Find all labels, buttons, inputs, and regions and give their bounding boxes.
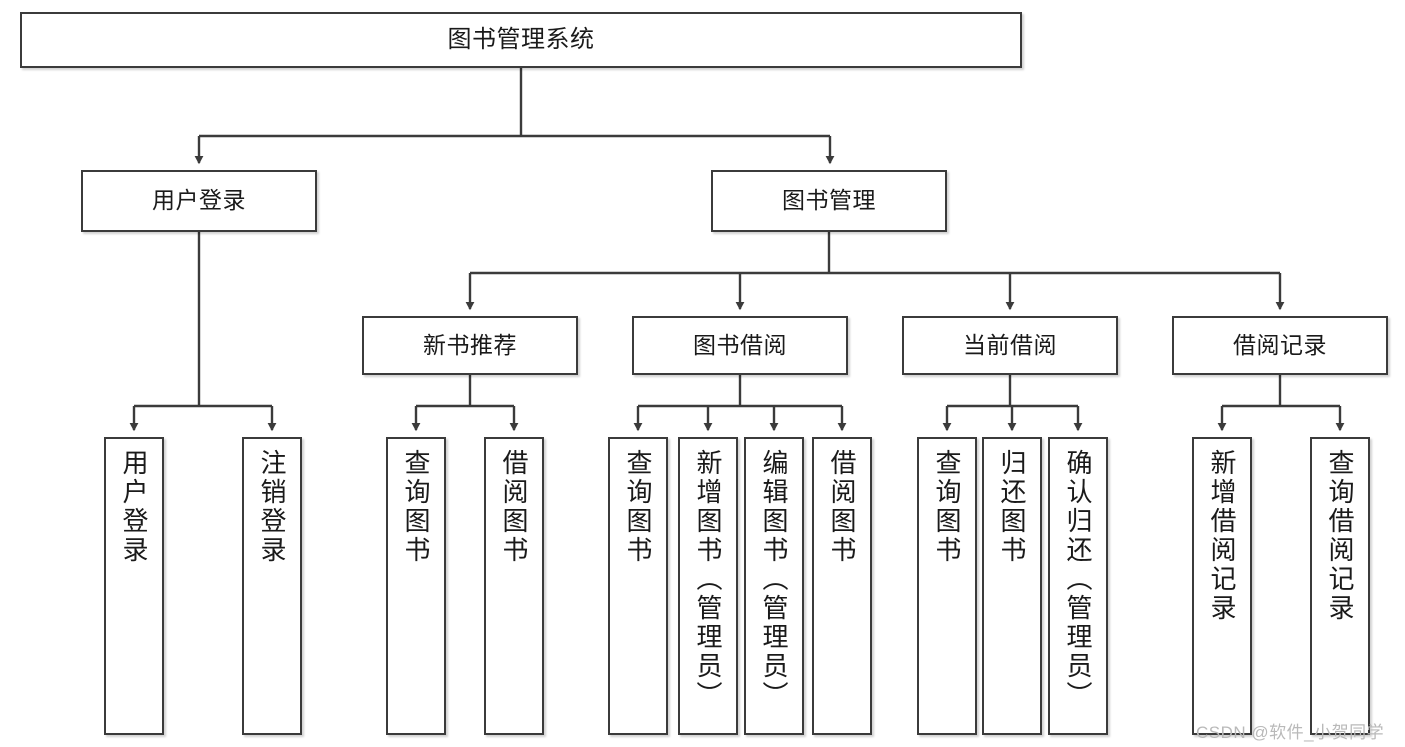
node-current-borrow[interactable]: 当前借阅 xyxy=(902,316,1118,375)
node-book-borrow[interactable]: 图书借阅 xyxy=(632,316,848,375)
node-leaf-rec-query-book-label: 查询图书 xyxy=(401,449,431,565)
node-user-login-label: 用户登录 xyxy=(152,187,246,214)
node-leaf-borrow-add-book-label: 新增图书（管理员） xyxy=(693,449,723,710)
node-leaf-borrow-query-book[interactable]: 查询图书 xyxy=(608,437,668,735)
node-root[interactable]: 图书管理系统 xyxy=(20,12,1022,68)
node-book-manage[interactable]: 图书管理 xyxy=(711,170,947,232)
node-leaf-rec-add-record-label: 新增借阅记录 xyxy=(1207,449,1237,623)
node-new-book-rec[interactable]: 新书推荐 xyxy=(362,316,578,375)
node-leaf-cur-confirm-return-label: 确认归还（管理员） xyxy=(1063,449,1093,710)
node-borrow-record[interactable]: 借阅记录 xyxy=(1172,316,1388,375)
node-leaf-rec-borrow-book-label: 借阅图书 xyxy=(499,449,529,565)
node-current-borrow-label: 当前借阅 xyxy=(963,331,1057,358)
node-borrow-record-label: 借阅记录 xyxy=(1233,331,1327,358)
node-leaf-borrow-edit-book[interactable]: 编辑图书（管理员） xyxy=(744,437,804,735)
node-root-label: 图书管理系统 xyxy=(447,25,595,53)
node-new-book-rec-label: 新书推荐 xyxy=(423,331,517,358)
node-leaf-user-login[interactable]: 用户登录 xyxy=(104,437,164,735)
node-leaf-cur-return-book-label: 归还图书 xyxy=(997,449,1027,565)
node-leaf-borrow-edit-book-label: 编辑图书（管理员） xyxy=(759,449,789,710)
node-leaf-cur-query-book-label: 查询图书 xyxy=(932,449,962,565)
node-leaf-cur-return-book[interactable]: 归还图书 xyxy=(982,437,1042,735)
node-leaf-user-login-label: 用户登录 xyxy=(119,449,149,565)
node-book-manage-label: 图书管理 xyxy=(782,187,876,214)
node-leaf-rec-query-record[interactable]: 查询借阅记录 xyxy=(1310,437,1370,735)
node-leaf-rec-query-book[interactable]: 查询图书 xyxy=(386,437,446,735)
node-leaf-user-logout[interactable]: 注销登录 xyxy=(242,437,302,735)
node-leaf-rec-query-record-label: 查询借阅记录 xyxy=(1325,449,1355,623)
node-leaf-borrow-borrow-book-label: 借阅图书 xyxy=(827,449,857,565)
node-book-borrow-label: 图书借阅 xyxy=(693,331,787,358)
node-leaf-borrow-add-book[interactable]: 新增图书（管理员） xyxy=(678,437,738,735)
node-leaf-borrow-borrow-book[interactable]: 借阅图书 xyxy=(812,437,872,735)
node-leaf-cur-query-book[interactable]: 查询图书 xyxy=(917,437,977,735)
node-leaf-borrow-query-book-label: 查询图书 xyxy=(623,449,653,565)
node-leaf-rec-borrow-book[interactable]: 借阅图书 xyxy=(484,437,544,735)
node-user-login[interactable]: 用户登录 xyxy=(81,170,317,232)
node-leaf-user-logout-label: 注销登录 xyxy=(257,449,287,565)
node-leaf-cur-confirm-return[interactable]: 确认归还（管理员） xyxy=(1048,437,1108,735)
node-leaf-rec-add-record[interactable]: 新增借阅记录 xyxy=(1192,437,1252,735)
